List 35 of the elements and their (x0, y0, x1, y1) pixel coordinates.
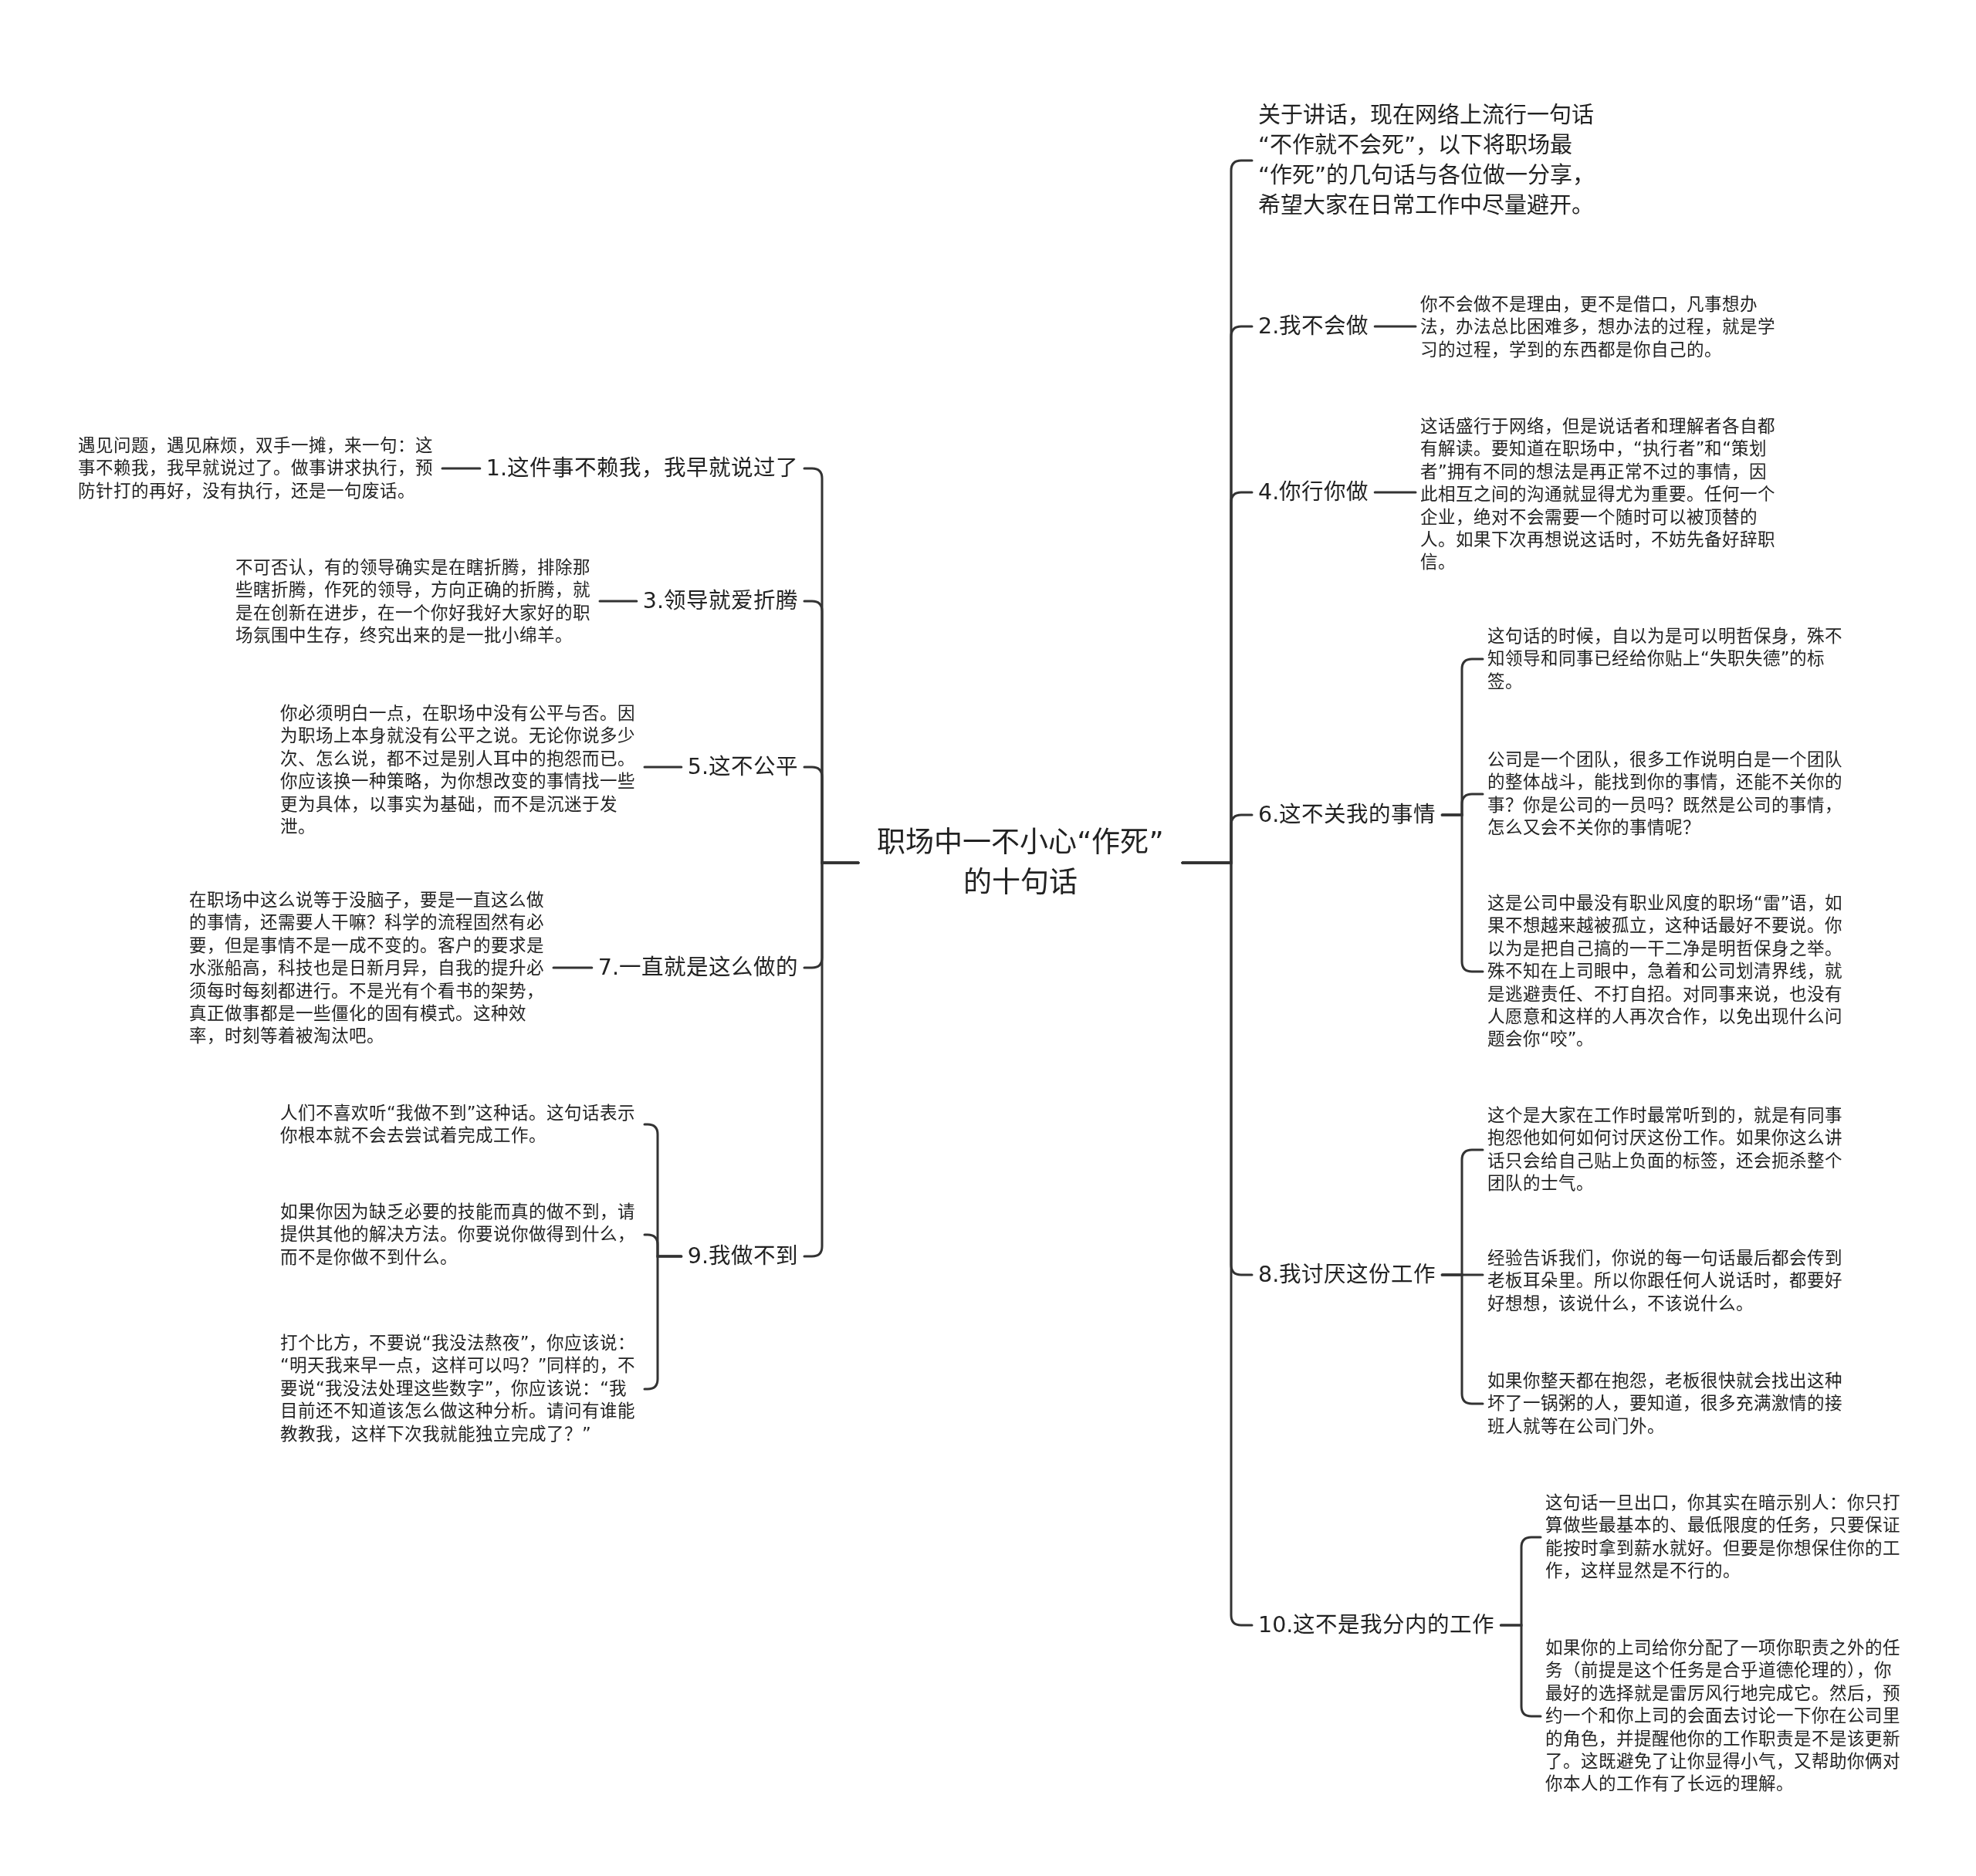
note-text: 如果你的上司给你分配了一项你职责之外的任务（前提是这个任务是合乎道德伦理的），你最好的选择就是雷厉风行地完成它。然后，预约一个和你上司的会面去讨论一下你在公司里的角色，并提醒他你的工作职责是不是该更新了。这既避免了让你显得小气，又帮助你俩对你本人的工作有了长远的理解。 (1541, 1637, 1910, 1796)
note-text: 这句话一旦出口，你其实在暗示别人：你只打算做些最基本的、最低限度的任务，只要保证能按时拿到薪水就好。但要是你想保住你的工作，这样显然是不行的。 (1541, 1492, 1910, 1583)
note-text: 人们不喜欢听“我做不到”这种话。这句话表示你根本就不会去尝试着完成工作。 (276, 1101, 645, 1148)
branch-topic: 5.这不公平 (681, 752, 804, 782)
connector-line (552, 966, 594, 969)
branch-topic: 10.这不是我分内的工作 (1252, 1611, 1501, 1640)
branch-topic: 4.你行你做 (1252, 478, 1375, 507)
branch-topic: 1.这件事不赖我，我早就说过了 (479, 454, 804, 483)
connector-line (1373, 325, 1417, 328)
branch-topic: 8.我讨厌这份工作 (1252, 1260, 1443, 1290)
note-text: 这个是大家在工作时最常听到的，就是有同事抱怨他如何如何讨厌这份工作。如果你这么讲话只会给自己贴上负面的标签，还会扼杀整个团队的士气。 (1483, 1104, 1852, 1195)
branch-topic: 6.这不关我的事情 (1252, 800, 1443, 830)
note-text: 如果你整天都在抱怨，老板很快就会找出这种坏了一锅粥的人，要知道，很多充满激情的接班人就等在公司门外。 (1483, 1369, 1852, 1438)
branch-topic: 7.一直就是这么做的 (591, 953, 804, 982)
note-text: 你必须明白一点，在职场中没有公平与否。因为职场上本身就没有公平之说。无论你说多少次、怎么说，都不过是别人耳中的抱怨而已。你应该换一种策略，为你想改变的事情找一些更为具体，以事实为基础，而不是沉迷于发泄。 (276, 701, 645, 839)
note-text: 这是公司中最没有职业风度的职场“雷”语，如果不想越来越被孤立，这种话最好不要说。你以为是把自己搞的一干二净是明哲保身之举。殊不知在上司眼中，急着和公司划清界线，就是逃避责任、不打自招。对同事来说，也没有人愿意和这样的人再次合作，以免出现什么问题会你“咬”。 (1483, 892, 1852, 1051)
connector-line (1373, 491, 1417, 494)
note-text: 这话盛行于网络，但是说话者和理解者各自都有解读。要知道在职场中，“执行者”和“策划者”拥有不同的想法是再正常不过的事情，因此相互之间的沟通就显得尤为重要。任何一个企业，绝对不会需要一个随时可以被顶替的人。如果下次再想说这话时，不妨先备好辞职信。 (1416, 415, 1785, 574)
branch-topic: 2.我不会做 (1252, 312, 1375, 341)
note-text: 不可否认，有的领导确实是在瞎折腾，排除那些瞎折腾，作死的领导，方向正确的折腾，就是在创新在进步，在一个你好我好大家好的职场氛围中生存，终究出来的是一批小绵羊。 (231, 556, 600, 647)
note-text: 这句话的时候，自以为是可以明哲保身，殊不知领导和同事已经给你贴上“失职失德”的标签。 (1483, 624, 1852, 694)
note-text: 你不会做不是理由，更不是借口，凡事想办法，办法总比困难多，想办法的过程，就是学习的过程，学到的东西都是你自己的。 (1416, 292, 1785, 362)
intro-text: 关于讲话，现在网络上流行一句话“不作就不会死”，以下将职场最“作死”的几句话与各位做一分享，希望大家在日常工作中尽量避开。 (1252, 100, 1609, 221)
note-text: 如果你因为缺乏必要的技能而真的做不到，请提供其他的解决方法。你要说你做得到什么，而不是你做不到什么。 (276, 1200, 645, 1269)
note-text: 经验告诉我们，你说的每一句话最后都会传到老板耳朵里。所以你跟任何人说话时，都要好好想想，该说什么，不该说什么。 (1483, 1246, 1852, 1316)
central-topic: 职场中一不小心“作死”的十句话 (858, 823, 1183, 903)
note-text: 遇见问题，遇见麻烦，双手一摊，来一句：这事不赖我，我早就说过了。做事讲求执行，预防针打的再好，没有执行，还是一句废话。 (73, 434, 442, 503)
connector-line (643, 766, 683, 769)
connector-line (441, 467, 482, 470)
note-text: 在职场中这么说等于没脑子，要是一直这么做的事情，还需要人干嘛？科学的流程固然有必要，但是事情不是一成不变的。客户的要求是水涨船高，科技也是日新月异，自我的提升必须每时每刻都进行。不是光有个看书的架势，真正做事都是一些僵化的固有模式。这种效率，时刻等着被淘汰吧。 (184, 889, 553, 1048)
note-text: 打个比方，不要说“我没法熬夜”，你应该说：“明天我来早一点，这样可以吗？”同样的，不要说“我没法处理这些数字”，你应该说：“我目前还不知道该怎么做这种分析。请问有谁能教教我，这样下次我就能独立完成了？” (276, 1332, 645, 1446)
branch-topic: 3.领导就爱折腾 (636, 586, 804, 616)
note-text: 公司是一个团队，很多工作说明白是一个团队的整体战斗，能找到你的事情，还能不关你的事？你是公司的一员吗？既然是公司的事情，怎么又会不关你的事情呢？ (1483, 749, 1852, 840)
branch-topic: 9.我做不到 (681, 1242, 804, 1271)
connector-line (598, 600, 638, 603)
